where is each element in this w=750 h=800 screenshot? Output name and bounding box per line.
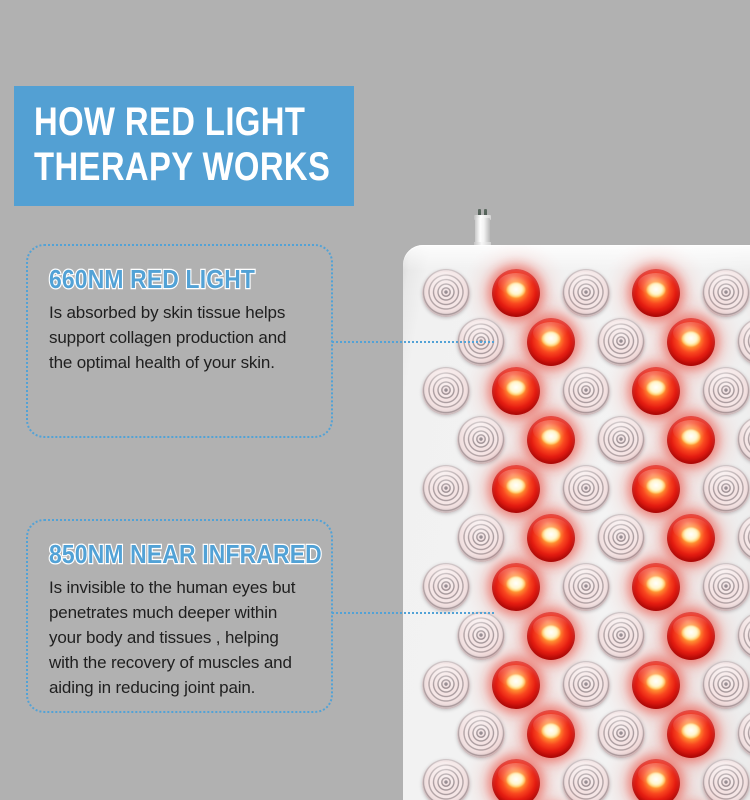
led-red-660nm bbox=[632, 269, 680, 317]
connector-base bbox=[474, 242, 491, 247]
led-infrared-850nm bbox=[422, 759, 470, 800]
led-infrared-850nm bbox=[457, 416, 505, 464]
page-title-line-1: HOW RED LIGHT bbox=[34, 100, 306, 144]
led-infrared-850nm bbox=[597, 416, 645, 464]
led-red-660nm bbox=[632, 563, 680, 611]
red-light-therapy-panel bbox=[403, 245, 750, 800]
led-red-660nm bbox=[632, 759, 680, 800]
led-red-660nm bbox=[667, 416, 715, 464]
led-red-660nm bbox=[632, 661, 680, 709]
callout-850nm-body: Is invisible to the human eyes but penet… bbox=[49, 578, 296, 697]
led-red-660nm bbox=[492, 269, 540, 317]
callout-660nm: 660NM RED LIGHT Is absorbed by skin tiss… bbox=[26, 244, 333, 438]
led-red-660nm bbox=[527, 612, 575, 660]
leader-line-660nm bbox=[332, 341, 494, 343]
led-infrared-850nm bbox=[702, 367, 750, 415]
page-title-line-2: THERAPY WORKS bbox=[34, 145, 331, 189]
led-infrared-850nm bbox=[422, 269, 470, 317]
led-red-660nm bbox=[667, 514, 715, 562]
led-infrared-850nm bbox=[457, 514, 505, 562]
led-red-660nm bbox=[527, 710, 575, 758]
led-red-660nm bbox=[667, 710, 715, 758]
led-infrared-850nm bbox=[562, 563, 610, 611]
led-infrared-850nm bbox=[422, 367, 470, 415]
led-infrared-850nm bbox=[702, 563, 750, 611]
connector-body bbox=[475, 218, 490, 245]
connector-collar bbox=[474, 215, 491, 220]
led-infrared-850nm bbox=[737, 710, 750, 758]
led-red-660nm bbox=[492, 759, 540, 800]
led-red-660nm bbox=[492, 367, 540, 415]
callout-660nm-heading: 660NM RED LIGHT bbox=[48, 263, 256, 296]
led-infrared-850nm bbox=[597, 710, 645, 758]
led-infrared-850nm bbox=[702, 269, 750, 317]
led-infrared-850nm bbox=[737, 416, 750, 464]
led-infrared-850nm bbox=[562, 759, 610, 800]
page-title-banner: HOW RED LIGHT THERAPY WORKS bbox=[14, 86, 354, 206]
led-red-660nm bbox=[632, 465, 680, 513]
led-infrared-850nm bbox=[702, 465, 750, 513]
led-infrared-850nm bbox=[457, 710, 505, 758]
led-red-660nm bbox=[492, 661, 540, 709]
led-infrared-850nm bbox=[597, 612, 645, 660]
power-connector-icon bbox=[474, 209, 491, 247]
led-red-660nm bbox=[492, 465, 540, 513]
led-infrared-850nm bbox=[737, 318, 750, 366]
led-infrared-850nm bbox=[562, 367, 610, 415]
led-red-660nm bbox=[667, 612, 715, 660]
led-red-660nm bbox=[632, 367, 680, 415]
led-infrared-850nm bbox=[597, 318, 645, 366]
callout-660nm-body: Is absorbed by skin tissue helps support… bbox=[49, 303, 287, 372]
led-infrared-850nm bbox=[457, 612, 505, 660]
led-red-660nm bbox=[667, 318, 715, 366]
led-infrared-850nm bbox=[422, 563, 470, 611]
led-infrared-850nm bbox=[597, 514, 645, 562]
led-infrared-850nm bbox=[737, 514, 750, 562]
callout-850nm: 850NM NEAR INFRARED Is invisible to the … bbox=[26, 519, 333, 713]
led-infrared-850nm bbox=[422, 661, 470, 709]
led-infrared-850nm bbox=[562, 661, 610, 709]
led-infrared-850nm bbox=[702, 661, 750, 709]
led-infrared-850nm bbox=[702, 759, 750, 800]
leader-line-850nm bbox=[332, 612, 494, 614]
led-red-660nm bbox=[527, 416, 575, 464]
led-infrared-850nm bbox=[562, 465, 610, 513]
led-infrared-850nm bbox=[737, 612, 750, 660]
led-infrared-850nm bbox=[562, 269, 610, 317]
led-red-660nm bbox=[527, 318, 575, 366]
led-red-660nm bbox=[527, 514, 575, 562]
led-infrared-850nm bbox=[422, 465, 470, 513]
led-red-660nm bbox=[492, 563, 540, 611]
callout-850nm-heading: 850NM NEAR INFRARED bbox=[48, 538, 323, 571]
